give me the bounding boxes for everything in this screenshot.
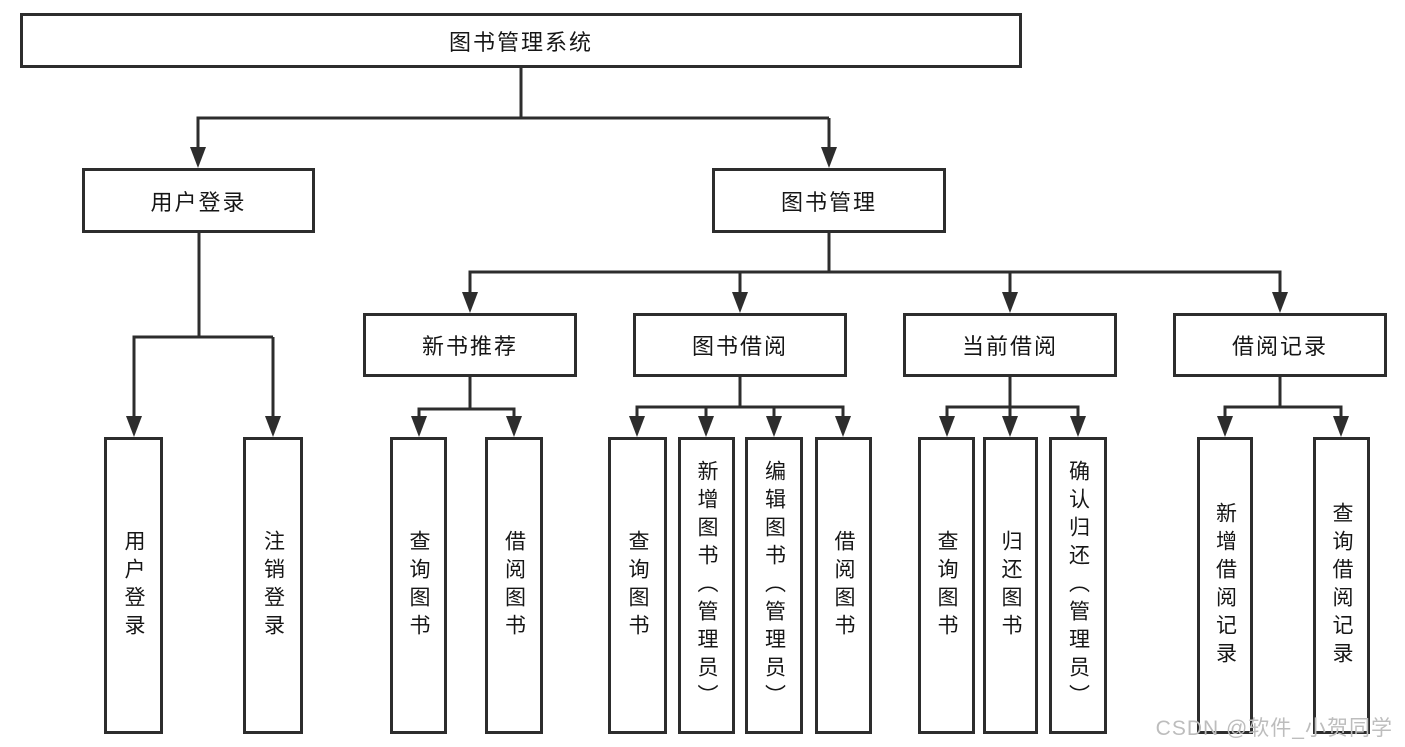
node-borrow-books: 借阅图书 — [485, 437, 543, 734]
node-label: 当前借阅 — [961, 334, 1058, 359]
node-label: 图书管理系统 — [448, 29, 593, 55]
node-label: 用户登录 — [122, 529, 145, 642]
node-user-login-branch: 用户登录 — [82, 168, 315, 233]
node-add-book-admin: 新增图书（管理员） — [678, 437, 735, 734]
node-borrowing-records: 借阅记录 — [1173, 313, 1387, 377]
node-label: 图书管理 — [780, 189, 877, 215]
node-label: 新书推荐 — [421, 334, 518, 359]
node-label: 查询图书 — [407, 529, 430, 642]
node-label: 借阅图书 — [502, 529, 526, 642]
node-label: 查询借阅记录 — [1330, 501, 1353, 670]
node-book-management-branch: 图书管理 — [712, 168, 946, 233]
node-query-borrow-record: 查询借阅记录 — [1313, 437, 1370, 734]
node-label: 新增图书（管理员） — [695, 459, 718, 712]
node-label: 注销登录 — [261, 529, 285, 642]
node-query-books: 查询图书 — [390, 437, 447, 734]
node-label: 查询图书 — [626, 529, 649, 642]
node-label: 用户登录 — [150, 189, 247, 215]
node-current-borrowing: 当前借阅 — [903, 313, 1117, 377]
node-borrow-books: 借阅图书 — [815, 437, 872, 734]
node-user-login-leaf: 用户登录 — [104, 437, 163, 734]
csdn-watermark: CSDN @软件_小贺同学 — [1155, 717, 1393, 740]
node-return-books: 归还图书 — [983, 437, 1038, 734]
node-label: 查询图书 — [935, 529, 958, 642]
node-edit-book-admin: 编辑图书（管理员） — [745, 437, 803, 734]
node-library-management-system: 图书管理系统 — [20, 13, 1022, 68]
edge-paths — [132, 68, 1343, 429]
node-label: 新增借阅记录 — [1213, 501, 1237, 670]
node-confirm-return-admin: 确认归还（管理员） — [1049, 437, 1107, 734]
node-label: 归还图书 — [999, 529, 1022, 642]
arrowheads — [126, 147, 1349, 437]
node-new-book-recommend: 新书推荐 — [363, 313, 577, 377]
node-query-books: 查询图书 — [918, 437, 975, 734]
node-add-borrow-record: 新增借阅记录 — [1197, 437, 1253, 734]
node-label: 图书借阅 — [691, 334, 788, 359]
node-label: 借阅记录 — [1231, 334, 1328, 359]
node-book-borrowing: 图书借阅 — [633, 313, 847, 377]
node-label: 借阅图书 — [832, 529, 855, 642]
node-label: 确认归还（管理员） — [1066, 459, 1090, 712]
node-query-books: 查询图书 — [608, 437, 667, 734]
node-label: 编辑图书（管理员） — [762, 459, 786, 712]
node-logout-leaf: 注销登录 — [243, 437, 303, 734]
